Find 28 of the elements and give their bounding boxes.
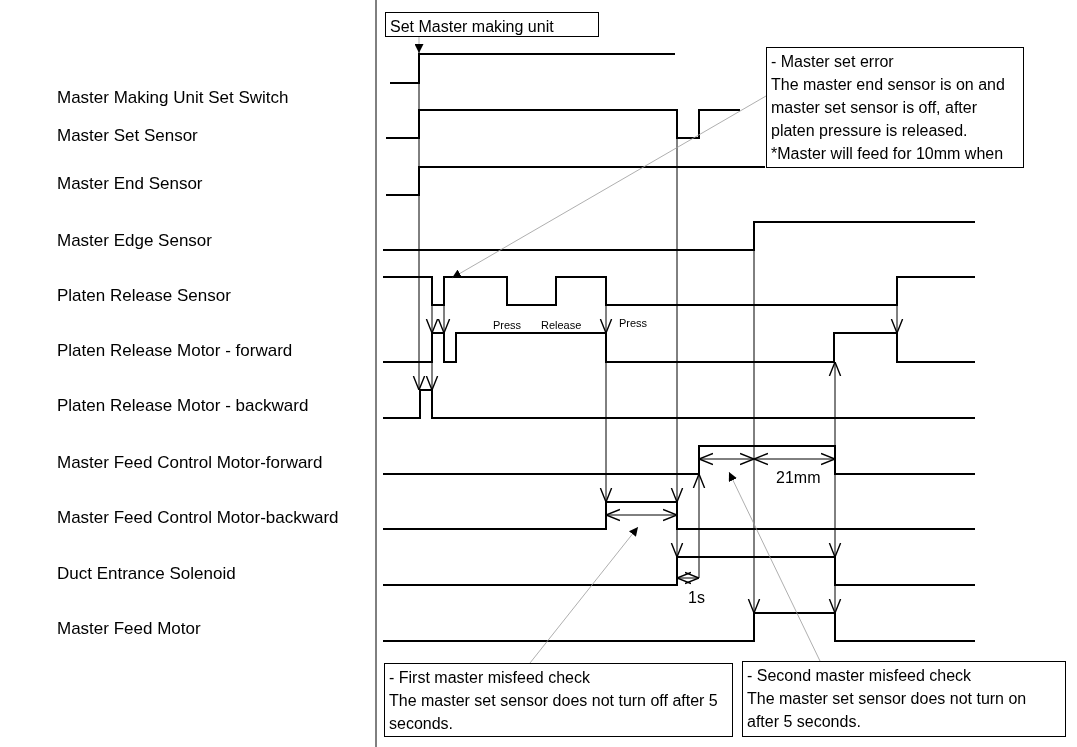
signal-name: Master Making Unit Set Switch (57, 88, 289, 106)
signal-name: Master Set Sensor (57, 126, 198, 144)
signal-name: Platen Release Motor - backward (57, 396, 309, 414)
state-label: Press (619, 317, 648, 329)
callout-box (766, 47, 1024, 168)
callout-heading: Set Master making unit (390, 17, 555, 37)
callout-box (742, 661, 1066, 737)
signal-name: Master End Sensor (57, 174, 203, 192)
callout-text: *Master will feed for 10mm when (771, 144, 1005, 164)
callout-box (384, 663, 733, 737)
state-label: Press (493, 319, 522, 331)
callout-heading: - First master misfeed check (389, 668, 591, 688)
state-label: Release (541, 319, 582, 331)
callout-text: The master set sensor does not turn on after 5 seconds. (747, 689, 1028, 732)
signal-name: Master Feed Control Motor-forward (57, 453, 323, 471)
callout-text: The master set sensor does not turn off after 5 seconds. (389, 691, 719, 734)
signal-name: Master Edge Sensor (57, 231, 212, 249)
signal-name: Master Feed Motor (57, 619, 201, 637)
signal-name: Platen Release Motor - forward (57, 341, 293, 359)
callout-box (385, 12, 599, 37)
dimension-label: 1s (688, 590, 705, 606)
dimension-label: 21mm (776, 470, 821, 486)
callout-heading: - Second master misfeed check (747, 666, 973, 686)
signal-name: Duct Entrance Solenoid (57, 564, 236, 582)
signal-name: Master Feed Control Motor-backward (57, 508, 339, 526)
signal-name: Platen Release Sensor (57, 286, 231, 304)
callout-heading: - Master set error (771, 52, 895, 72)
callout-text: The master end sensor is on and master set sensor is off, after platen pressure is released. (771, 75, 1006, 141)
